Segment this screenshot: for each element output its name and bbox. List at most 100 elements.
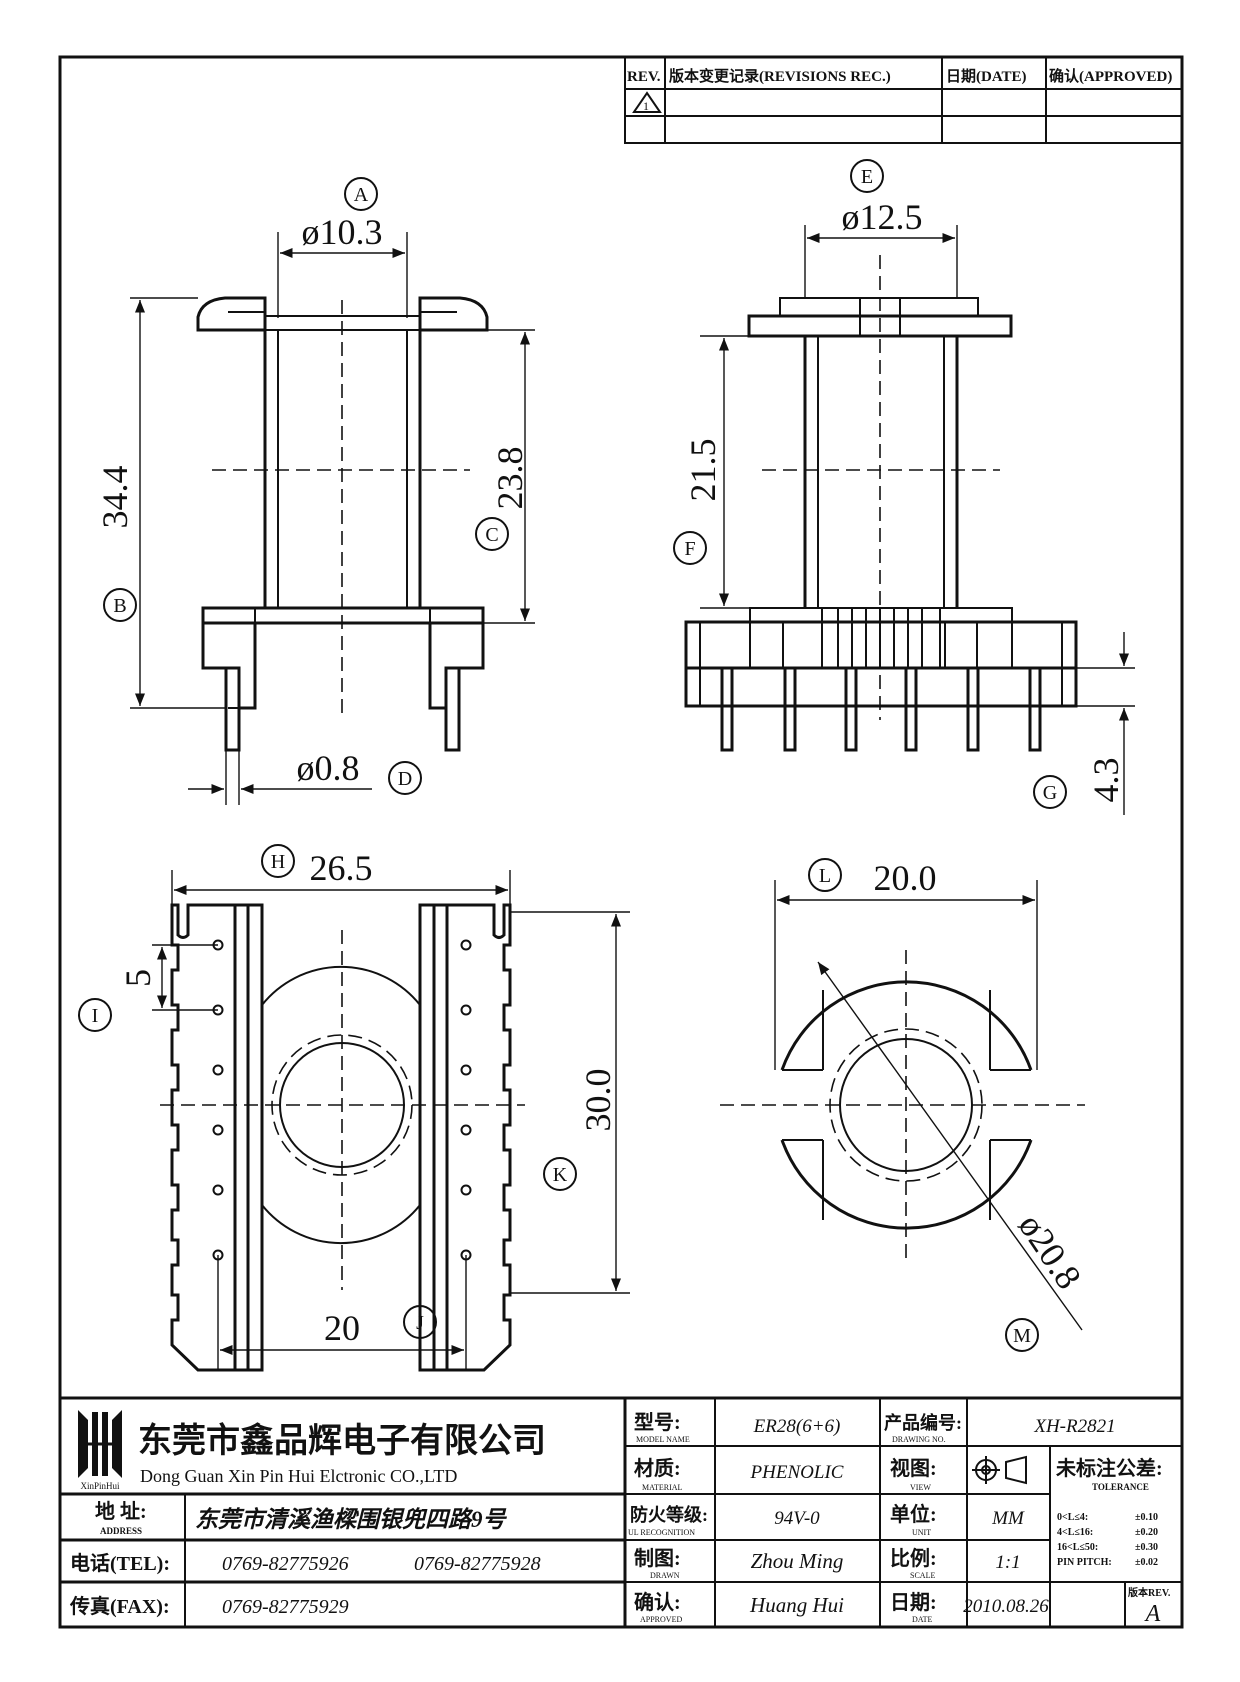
svg-text:20: 20 bbox=[324, 1308, 360, 1348]
svg-text:ø20.8: ø20.8 bbox=[1011, 1207, 1089, 1297]
dimension-M: ø20.8 M bbox=[817, 961, 1089, 1352]
side-view bbox=[684, 255, 1078, 752]
dimension-C: 23.8 C bbox=[420, 329, 535, 624]
title-block bbox=[58, 1396, 1184, 1629]
svg-text:ø12.5: ø12.5 bbox=[842, 197, 923, 237]
dimension-L: L 20.0 bbox=[774, 858, 1038, 1070]
tolerance-value-4: ±0.02 bbox=[1135, 1557, 1158, 1568]
address-label: 地 址: bbox=[95, 1500, 147, 1523]
view-label: 视图: bbox=[890, 1457, 937, 1480]
revisions-header: 版本变更记录(REVISIONS REC.) bbox=[669, 67, 891, 85]
approved-label-en: APPROVED bbox=[640, 1615, 682, 1624]
svg-text:F: F bbox=[684, 538, 695, 560]
svg-text:J: J bbox=[416, 1312, 424, 1334]
dimension-K: 30.0 K bbox=[510, 911, 630, 1294]
scale-label: 比例: bbox=[890, 1546, 937, 1570]
svg-text:I: I bbox=[92, 1005, 99, 1027]
tolerance-value-3: ±0.30 bbox=[1135, 1542, 1158, 1553]
svg-text:30.0: 30.0 bbox=[578, 1069, 618, 1132]
view-label-en: VIEW bbox=[910, 1483, 931, 1492]
tolerance-range-3: 16<L≤50: bbox=[1057, 1542, 1098, 1553]
model-value: ER28(6+6) bbox=[753, 1416, 841, 1437]
svg-text:B: B bbox=[113, 595, 126, 617]
dimension-F: 21.5 F bbox=[673, 335, 750, 609]
svg-text:ø0.8: ø0.8 bbox=[297, 748, 360, 788]
tolerance-value-2: ±0.20 bbox=[1135, 1527, 1158, 1538]
dimension-J: 20 J bbox=[217, 1255, 467, 1370]
svg-text:E: E bbox=[861, 166, 873, 188]
front-view bbox=[196, 296, 489, 752]
tolerance-range-2: 4<L≤16: bbox=[1057, 1527, 1093, 1538]
dimension-G: 4.3 G bbox=[1033, 632, 1135, 815]
svg-text:G: G bbox=[1043, 782, 1057, 804]
svg-text:34.4: 34.4 bbox=[95, 466, 135, 529]
version-value: A bbox=[1144, 1601, 1161, 1627]
unit-value: MM bbox=[991, 1508, 1025, 1529]
fax-label: 传真(FAX): bbox=[69, 1594, 170, 1618]
tolerance-range-4: PIN PITCH: bbox=[1057, 1557, 1112, 1568]
material-label: 材质: bbox=[634, 1457, 681, 1480]
svg-text:A: A bbox=[354, 184, 369, 206]
approved-value: Huang Hui bbox=[749, 1593, 844, 1617]
date-header: 日期(DATE) bbox=[946, 67, 1027, 85]
tolerance-label-en: TOLERANCE bbox=[1092, 1482, 1149, 1492]
projection-symbol-icon bbox=[972, 1455, 1027, 1485]
scale-label-en: SCALE bbox=[910, 1571, 935, 1580]
svg-text:21.5: 21.5 bbox=[683, 439, 723, 502]
svg-text:4.3: 4.3 bbox=[1086, 758, 1126, 803]
svg-text:M: M bbox=[1013, 1325, 1031, 1347]
approved-header: 确认(APPROVED) bbox=[1049, 67, 1172, 85]
drawn-value: Zhou Ming bbox=[751, 1549, 844, 1573]
svg-text:L: L bbox=[819, 865, 831, 887]
svg-text:5: 5 bbox=[118, 969, 158, 987]
model-label: 型号: bbox=[634, 1411, 681, 1434]
drawn-label: 制图: bbox=[634, 1547, 681, 1570]
svg-text:23.8: 23.8 bbox=[490, 447, 530, 510]
svg-text:D: D bbox=[398, 768, 412, 790]
svg-text:H: H bbox=[271, 851, 285, 873]
svg-text:20.0: 20.0 bbox=[874, 858, 937, 898]
tolerance-range-1: 0<L≤4: bbox=[1057, 1512, 1088, 1523]
svg-text:XinPinHui: XinPinHui bbox=[80, 1481, 120, 1491]
bottom-view bbox=[160, 903, 525, 1372]
date-value: 2010.08.26 bbox=[963, 1596, 1049, 1617]
fire-label: 防火等级: bbox=[630, 1504, 708, 1525]
svg-text:K: K bbox=[553, 1164, 568, 1186]
tolerance-value-1: ±0.10 bbox=[1135, 1512, 1158, 1523]
material-label-en: MATERIAL bbox=[642, 1483, 683, 1492]
drawn-label-en: DRAWN bbox=[650, 1571, 680, 1580]
address-label-en: ADDRESS bbox=[100, 1526, 142, 1536]
rev-header: REV. bbox=[627, 69, 661, 85]
dimension-H: H 26.5 bbox=[171, 844, 511, 905]
tel-label: 电话(TEL): bbox=[70, 1552, 170, 1575]
top-view bbox=[720, 950, 1085, 1260]
material-value: PHENOLIC bbox=[750, 1462, 844, 1483]
dimension-A: A ø10.3 bbox=[277, 177, 408, 318]
date-label-en: DATE bbox=[912, 1615, 933, 1624]
unit-label-en: UNIT bbox=[912, 1528, 931, 1537]
unit-label: 单位: bbox=[890, 1502, 937, 1526]
drawing-no-value: XH-R2821 bbox=[1033, 1416, 1115, 1437]
company-logo: XinPinHui bbox=[78, 1410, 122, 1491]
tel-value-1: 0769-82775926 bbox=[222, 1553, 349, 1575]
version-label: 版本REV. bbox=[1128, 1586, 1171, 1599]
fire-label-en: UL RECOGNITION bbox=[628, 1528, 695, 1537]
svg-text:1: 1 bbox=[643, 99, 649, 113]
tolerance-label: 未标注公差: bbox=[1056, 1456, 1163, 1480]
drawing-no-label-en: DRAWING NO. bbox=[892, 1435, 946, 1444]
dimension-D: ø0.8 D bbox=[188, 748, 422, 805]
revision-table: REV. 版本变更记录(REVISIONS REC.) 日期(DATE) 确认(… bbox=[624, 56, 1183, 144]
dimension-E: E ø12.5 bbox=[804, 159, 958, 298]
date-label: 日期: bbox=[890, 1591, 937, 1614]
svg-text:C: C bbox=[485, 524, 498, 546]
dimension-B: 34.4 B bbox=[95, 297, 226, 709]
revision-triangle-icon: 1 bbox=[632, 91, 662, 113]
tel-value-2: 0769-82775928 bbox=[414, 1553, 541, 1575]
company-name-cn: 东莞市鑫品辉电子有限公司 bbox=[138, 1421, 546, 1460]
address-value: 东莞市清溪渔樑围银兜四路9号 bbox=[195, 1506, 508, 1532]
approved-label: 确认: bbox=[634, 1590, 681, 1614]
drawing-no-label: 产品编号: bbox=[884, 1412, 962, 1433]
model-label-en: MODEL NAME bbox=[636, 1435, 690, 1444]
dimension-I: 5 I bbox=[78, 944, 218, 1032]
